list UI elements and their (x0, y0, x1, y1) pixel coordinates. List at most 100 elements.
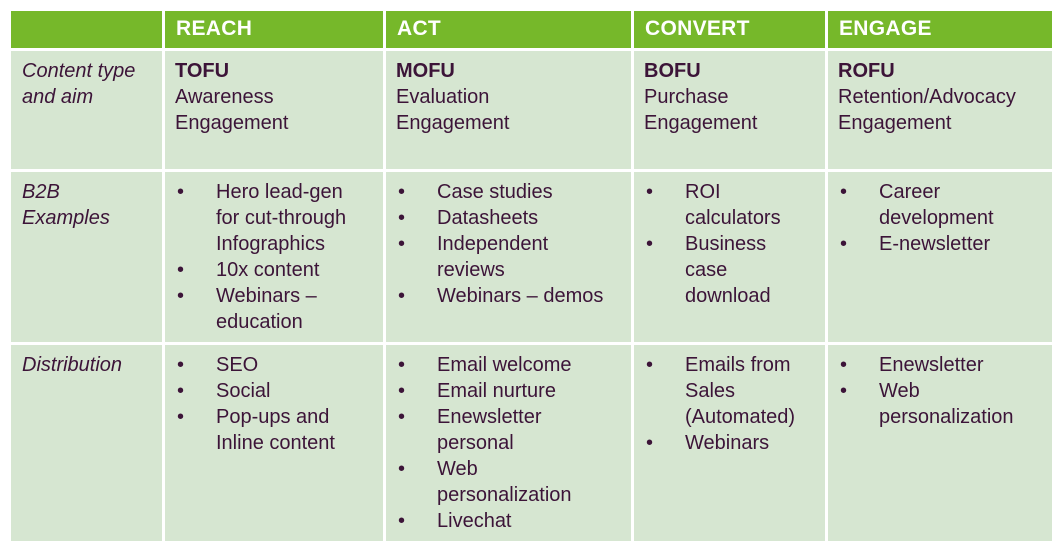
bullet-list: • ROI calculators • Business case download (644, 179, 816, 309)
row-label-line: Distribution (22, 354, 123, 376)
list-item: • Social (175, 378, 374, 404)
item-line: case (685, 259, 728, 281)
item-line: personalization (879, 406, 1014, 428)
list-item: • Business case download (644, 231, 816, 309)
aim-line: Retention/Advocacy (838, 86, 1016, 108)
item-line: Case studies (437, 181, 553, 203)
list-item: • Email welcome (396, 352, 622, 378)
item-line: Pop-ups and (216, 406, 330, 428)
cell-act-distribution: • Email welcome • Email nurture • Enewslett… (386, 345, 631, 541)
item-line: Datasheets (437, 207, 539, 229)
list-item: • Webinars (644, 430, 816, 456)
header-act: ACT (386, 11, 631, 48)
aim-line: Engagement (838, 112, 952, 134)
aim-line: Evaluation (396, 86, 490, 108)
list-item: •10x content (175, 257, 374, 283)
header-engage: ENGAGE (828, 11, 1052, 48)
item-line: Enewsletter (879, 354, 984, 376)
item-line: 10x content (216, 259, 320, 281)
cell-engage-content-type: ROFU Retention/Advocacy Engagement (828, 51, 1052, 169)
bullet-icon: • (646, 233, 654, 255)
cell-convert-examples: • ROI calculators • Business case download (634, 172, 825, 342)
item-line: download (685, 285, 771, 307)
bullet-icon: • (398, 285, 406, 307)
bullet-icon: • (398, 233, 406, 255)
bullet-icon: • (398, 207, 406, 229)
row-label-line: B2B (22, 181, 60, 203)
row-label-line: Examples (22, 207, 110, 229)
bullet-icon: • (177, 406, 185, 428)
funnel-content-table: REACH ACT CONVERT ENGAGE Content type an… (11, 11, 1052, 541)
item-line: Livechat (437, 510, 512, 532)
item-line: Webinars – demos (437, 285, 604, 307)
item-line: Web (437, 458, 478, 480)
item-line: calculators (685, 207, 781, 229)
item-line: Emails from (685, 354, 791, 376)
list-item: •Webinars –education (175, 283, 374, 335)
item-line: ROI (685, 181, 721, 203)
bullet-icon: • (398, 406, 406, 428)
item-line: Enewsletter (437, 406, 542, 428)
item-line: Social (216, 380, 271, 402)
item-line: development (879, 207, 994, 229)
bullet-icon: • (646, 181, 654, 203)
bullet-icon: • (840, 233, 848, 255)
bullet-icon: • (177, 181, 185, 203)
bullet-icon: • (398, 458, 406, 480)
bullet-icon: • (646, 354, 654, 376)
bullet-icon: • (177, 285, 185, 307)
row-label-line: and aim (22, 86, 94, 108)
header-convert: CONVERT (634, 11, 825, 48)
item-line: Career (879, 181, 941, 203)
list-item: • ROI calculators (644, 179, 816, 231)
bullet-icon: • (398, 354, 406, 376)
stage-code: TOFU (175, 60, 230, 82)
header-corner-cell (11, 11, 162, 48)
cell-reach-content-type: TOFU Awareness Engagement (165, 51, 383, 169)
item-line: Webinars (685, 432, 770, 454)
aim-line: Engagement (175, 112, 289, 134)
row-label-distribution: Distribution (11, 345, 162, 541)
aim-line: Engagement (396, 112, 510, 134)
list-item: • Webinars – demos (396, 283, 622, 309)
item-line: Email nurture (437, 380, 556, 402)
row-label-line: Content type (22, 60, 136, 82)
item-line: Independent (437, 233, 549, 255)
list-item: • Livechat (396, 508, 622, 534)
row-label-b2b-examples: B2B Examples (11, 172, 162, 342)
aim-line: Engagement (644, 112, 758, 134)
list-item: •Enewsletter (838, 352, 1043, 378)
list-item: • Email nurture (396, 378, 622, 404)
aim-line: Awareness (175, 86, 274, 108)
item-line: Web (879, 380, 920, 402)
item-line: Inline content (216, 432, 335, 454)
item-line: SEO (216, 354, 259, 376)
item-line: reviews (437, 259, 505, 281)
item-line: Sales (685, 380, 736, 402)
item-line: Hero lead-gen (216, 181, 343, 203)
item-line: Business (685, 233, 767, 255)
item-line: for cut-through (216, 207, 347, 229)
stage-code: ROFU (838, 60, 895, 82)
bullet-icon: • (646, 432, 654, 454)
bullet-list: • Case studies • Datasheets • Independent re… (396, 179, 622, 309)
bullet-icon: • (398, 510, 406, 532)
bullet-icon: • (177, 354, 185, 376)
list-item: • Case studies (396, 179, 622, 205)
stage-code: MOFU (396, 60, 455, 82)
cell-act-examples: • Case studies • Datasheets • Independent re… (386, 172, 631, 342)
bullet-icon: • (398, 380, 406, 402)
item-line: Email welcome (437, 354, 572, 376)
bullet-icon: • (177, 380, 185, 402)
stage-code: BOFU (644, 60, 701, 82)
bullet-icon: • (398, 181, 406, 203)
